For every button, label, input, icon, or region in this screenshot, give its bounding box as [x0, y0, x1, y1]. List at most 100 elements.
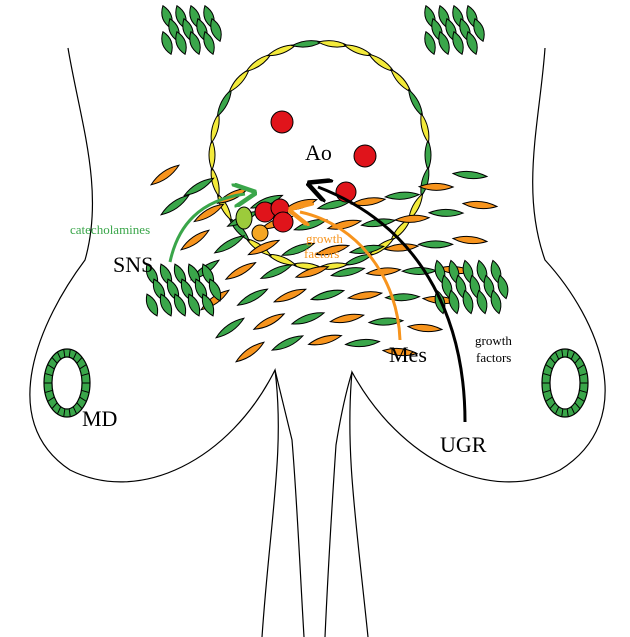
mesenchyme-cell — [309, 289, 346, 301]
sns-cell — [201, 293, 215, 317]
mesenchyme-cell — [307, 334, 343, 346]
catecholamines-arrow — [168, 194, 245, 263]
mesenchyme-cell — [451, 235, 489, 245]
duct-cell-border — [44, 372, 53, 377]
duct-lumen — [51, 356, 83, 410]
duct-cell-border — [79, 364, 87, 370]
sns-cluster-top-right — [424, 4, 485, 56]
duct-cell-border — [47, 364, 55, 370]
mesenchyme-cell — [329, 313, 365, 324]
duct-cell-border — [577, 396, 585, 402]
sns-cell — [210, 17, 222, 43]
duct-lumen — [549, 356, 581, 410]
sns-cell — [161, 30, 173, 56]
aorta-endothelial-cell — [420, 165, 430, 198]
sns-cell — [490, 289, 502, 315]
sns-cell — [145, 293, 159, 317]
duct-cell-border — [566, 349, 569, 358]
ugr-label: UGR — [440, 432, 487, 457]
mesenchyme-cell — [360, 218, 397, 228]
growth-factors-orange-label-line1: growth — [306, 231, 343, 246]
aorta-wall — [208, 40, 432, 270]
sns-cluster-top-left — [161, 4, 222, 56]
sns-cluster-left — [145, 263, 222, 317]
duct-cell-border — [549, 402, 556, 410]
mesenchyme-cell — [159, 194, 191, 216]
sns-cell — [448, 289, 460, 315]
sns-cell — [476, 289, 488, 315]
catecholamines-label: catecholamines — [70, 222, 150, 237]
mesenchyme-cells — [149, 164, 499, 363]
sns-cell — [187, 293, 201, 317]
duct-cell-border — [68, 408, 71, 417]
duct-cell-border — [579, 372, 588, 377]
aorta-endothelial-cell — [210, 112, 220, 145]
sns-cell — [159, 293, 173, 317]
duct-cell-border — [577, 364, 585, 370]
sns-cell — [452, 30, 464, 56]
duct-cell-border — [545, 396, 553, 402]
aorta-endothelial-cell — [266, 44, 297, 57]
duct-cell-border — [81, 372, 90, 377]
growth-factors-black-arrow — [318, 187, 467, 423]
sns-cell — [173, 293, 187, 317]
mesenchyme-cell — [417, 240, 454, 249]
duct-cell-border — [72, 351, 78, 360]
duct-cell-border — [545, 364, 553, 370]
center-right-contour — [324, 371, 353, 637]
mesenchyme-cell — [252, 313, 286, 330]
mesenchyme-cell — [183, 177, 215, 197]
duct-cell-border — [574, 402, 581, 410]
sns-cell — [424, 30, 436, 56]
center-left-contour — [274, 369, 305, 637]
chromaffin-cell-orange — [251, 224, 269, 242]
mesenchyme-cell — [383, 191, 421, 200]
mesenchyme-cell — [213, 235, 246, 254]
aorta-endothelial-cell — [408, 88, 424, 118]
growth-factors-orange-label-line2: factors — [304, 246, 339, 261]
right-body-contour — [349, 47, 606, 637]
mesenchyme-cell — [224, 262, 257, 280]
mesenchyme-cell — [272, 288, 308, 303]
mesenchyme-cell — [149, 164, 181, 186]
sns-cell — [438, 30, 450, 56]
duct-cell-border — [566, 408, 569, 417]
mesenchyme-cell — [329, 267, 366, 277]
sns-label: SNS — [113, 252, 153, 277]
body-outline — [29, 47, 606, 637]
mesenchyme-cell — [236, 288, 269, 306]
chromaffin-cell — [235, 206, 253, 230]
mesenchyme-cell — [348, 244, 385, 254]
mesenchyme-cell — [294, 266, 330, 278]
mesenchyme-cell — [270, 335, 305, 351]
aorta-endothelial-cell — [290, 40, 324, 48]
duct-cell-border — [51, 402, 58, 410]
duct-cell-border — [72, 406, 78, 415]
mesenchyme-cell — [350, 197, 387, 207]
duct-cell-border — [561, 408, 564, 417]
aorta-endothelial-cell — [343, 44, 374, 57]
sns-cell — [189, 30, 201, 56]
md-label: MD — [82, 406, 117, 431]
duct-cell-border — [47, 396, 55, 402]
mesenchyme-cell — [400, 266, 438, 275]
duct-cell-border — [554, 406, 560, 415]
mesenchyme-cell — [314, 244, 351, 256]
aorta-endothelial-cell — [420, 112, 430, 145]
mesenchyme-cell — [367, 317, 405, 326]
mesenchyme-cell — [406, 323, 444, 333]
duct-cell-border — [570, 351, 576, 360]
sns-cell — [175, 30, 187, 56]
duct-cell-border — [44, 389, 53, 394]
mesenchyme-cell — [290, 312, 326, 325]
aorta-endothelial-cell — [424, 138, 432, 172]
mesenchyme-cell — [179, 229, 211, 251]
duct-cell-border — [68, 349, 71, 358]
mesonephric-duct-left — [43, 348, 91, 418]
mesonephric-duct-right — [541, 348, 589, 418]
sns-cell — [462, 289, 474, 315]
mesenchyme-cell — [461, 200, 499, 210]
duct-cell-border — [76, 356, 83, 364]
aorta-endothelial-cell — [216, 88, 232, 118]
mesenchyme-cell — [451, 170, 489, 180]
